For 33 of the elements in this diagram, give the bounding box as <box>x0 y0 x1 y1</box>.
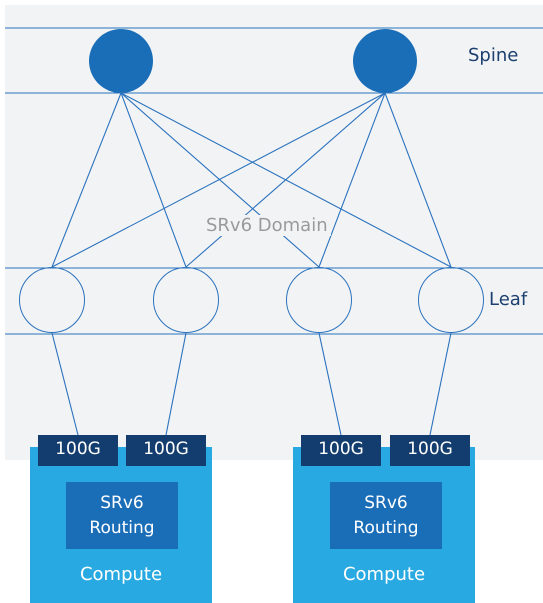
leaf-node <box>286 267 352 333</box>
port-box <box>126 435 206 466</box>
port-label: 100G <box>142 439 190 459</box>
port-box <box>38 435 118 466</box>
compute-label: Compute <box>78 564 164 585</box>
port-box <box>390 435 470 466</box>
link-line <box>120 92 320 268</box>
port-label: 100G <box>54 439 102 459</box>
leaf-node <box>418 267 484 333</box>
link-line <box>165 332 187 436</box>
link-line <box>429 332 452 436</box>
port-label: 100G <box>406 439 454 459</box>
link-line <box>120 92 187 268</box>
link-line <box>52 92 386 268</box>
compute-label: Compute <box>342 564 426 585</box>
port-box <box>301 435 381 466</box>
leaf-node <box>153 267 219 333</box>
link-line <box>51 92 122 268</box>
domain-area <box>5 5 543 460</box>
link-line <box>318 332 342 436</box>
link-line <box>51 332 79 436</box>
link-line <box>186 92 386 268</box>
layer-label: Spine <box>468 45 518 66</box>
layer-label: Leaf <box>489 289 528 310</box>
routing-box <box>66 482 178 549</box>
link-line <box>384 92 452 268</box>
port-label: 100G <box>317 439 365 459</box>
leaf-node <box>19 267 85 333</box>
link-line <box>318 92 386 268</box>
routing-label: SRv6 Routing <box>88 492 156 540</box>
routing-box <box>330 482 442 549</box>
routing-label: SRv6 Routing <box>352 492 420 540</box>
link-line <box>120 92 452 268</box>
